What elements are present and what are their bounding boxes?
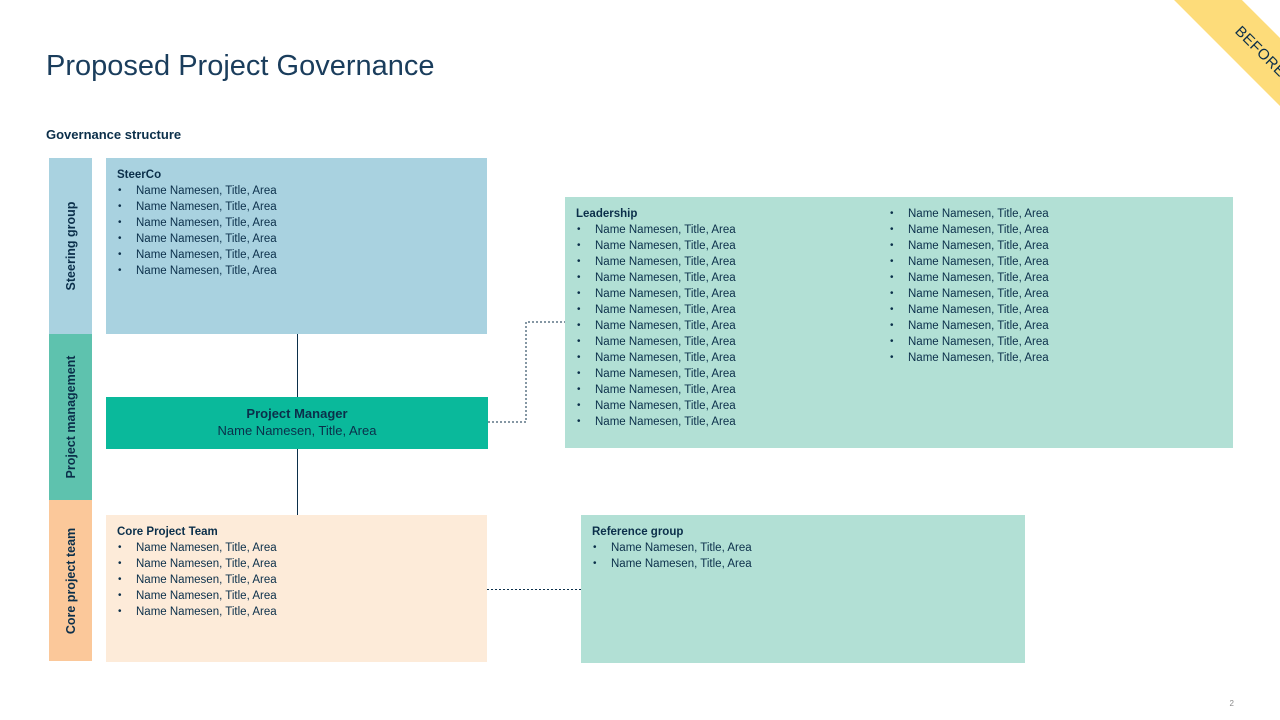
list-item: Name Namesen, Title, Area: [117, 183, 476, 199]
leadership-box: Leadership Name Namesen, Title, Area Nam…: [565, 197, 1233, 448]
list-item: Name Namesen, Title, Area: [889, 302, 1049, 318]
list-item: Name Namesen, Title, Area: [889, 238, 1049, 254]
list-item: Name Namesen, Title, Area: [117, 556, 476, 572]
core-team-heading: Core Project Team: [117, 526, 218, 538]
band-label-pm: Project management: [63, 355, 78, 479]
reference-group-heading: Reference group: [592, 526, 684, 538]
leadership-list-col1: Name Namesen, Title, Area Name Namesen, …: [576, 222, 1222, 430]
list-item: Name Namesen, Title, Area: [576, 222, 1222, 238]
leadership-list-col2: Name Namesen, Title, Area Name Namesen, …: [889, 206, 1049, 366]
list-item: Name Namesen, Title, Area: [117, 247, 476, 263]
list-item: Name Namesen, Title, Area: [592, 556, 1014, 572]
list-item: Name Namesen, Title, Area: [117, 588, 476, 604]
reference-group-box: Reference group Name Namesen, Title, Are…: [581, 515, 1025, 663]
list-item: Name Namesen, Title, Area: [889, 350, 1049, 366]
list-item: Name Namesen, Title, Area: [889, 206, 1049, 222]
list-item: Name Namesen, Title, Area: [576, 398, 1222, 414]
list-item: Name Namesen, Title, Area: [889, 286, 1049, 302]
list-item: Name Namesen, Title, Area: [576, 286, 1222, 302]
project-manager-title: Project Manager: [246, 406, 348, 421]
list-item: Name Namesen, Title, Area: [576, 382, 1222, 398]
steerco-box: SteerCo Name Namesen, Title, Area Name N…: [106, 158, 487, 334]
list-item: Name Namesen, Title, Area: [592, 540, 1014, 556]
list-item: Name Namesen, Title, Area: [576, 238, 1222, 254]
steerco-list: Name Namesen, Title, Area Name Namesen, …: [117, 183, 476, 279]
list-item: Name Namesen, Title, Area: [576, 366, 1222, 382]
list-item: Name Namesen, Title, Area: [117, 215, 476, 231]
connector-pm-leadership: [488, 321, 565, 423]
section-subtitle: Governance structure: [46, 127, 182, 142]
list-item: Name Namesen, Title, Area: [889, 270, 1049, 286]
list-item: Name Namesen, Title, Area: [889, 334, 1049, 350]
list-item: Name Namesen, Title, Area: [889, 222, 1049, 238]
list-item: Name Namesen, Title, Area: [576, 414, 1222, 430]
list-item: Name Namesen, Title, Area: [576, 318, 1222, 334]
list-item: Name Namesen, Title, Area: [117, 263, 476, 279]
list-item: Name Namesen, Title, Area: [117, 540, 476, 556]
band-steering-group: Steering group: [49, 158, 92, 334]
list-item: Name Namesen, Title, Area: [117, 604, 476, 620]
band-label-core: Core project team: [63, 527, 78, 634]
list-item: Name Namesen, Title, Area: [576, 302, 1222, 318]
list-item: Name Namesen, Title, Area: [576, 254, 1222, 270]
list-item: Name Namesen, Title, Area: [117, 572, 476, 588]
leadership-heading: Leadership: [576, 208, 638, 220]
list-item: Name Namesen, Title, Area: [576, 350, 1222, 366]
band-core-project-team: Core project team: [49, 500, 92, 661]
project-manager-name: Name Namesen, Title, Area: [217, 423, 377, 438]
list-item: Name Namesen, Title, Area: [889, 318, 1049, 334]
project-manager-box: Project Manager Name Namesen, Title, Are…: [106, 397, 488, 449]
list-item: Name Namesen, Title, Area: [576, 334, 1222, 350]
page-number: 2: [1229, 699, 1234, 708]
page-title: Proposed Project Governance: [46, 50, 435, 82]
band-project-management: Project management: [49, 334, 92, 500]
list-item: Name Namesen, Title, Area: [117, 231, 476, 247]
reference-group-list: Name Namesen, Title, Area Name Namesen, …: [592, 540, 1014, 572]
core-team-list: Name Namesen, Title, Area Name Namesen, …: [117, 540, 476, 620]
list-item: Name Namesen, Title, Area: [576, 270, 1222, 286]
core-team-box: Core Project Team Name Namesen, Title, A…: [106, 515, 487, 662]
band-label-steering: Steering group: [63, 201, 78, 291]
list-item: Name Namesen, Title, Area: [117, 199, 476, 215]
steerco-heading: SteerCo: [117, 169, 162, 181]
list-item: Name Namesen, Title, Area: [889, 254, 1049, 270]
